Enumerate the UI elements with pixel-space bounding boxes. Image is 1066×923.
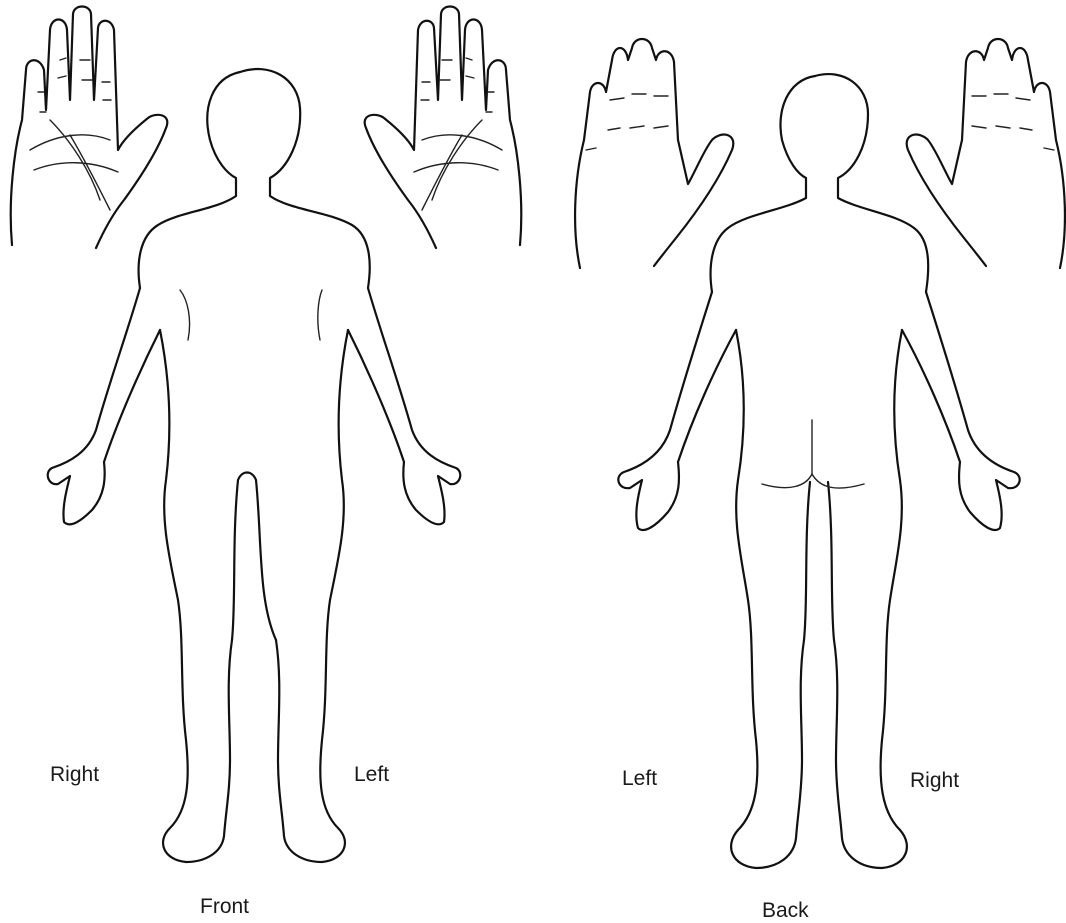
front-view-caption: Front	[200, 896, 249, 917]
back-hand-right	[907, 39, 1065, 268]
back-left-side-label: Left	[622, 768, 657, 789]
front-palm-left-hand	[365, 7, 522, 249]
back-view-caption: Back	[762, 900, 809, 921]
front-right-side-label: Right	[50, 764, 99, 785]
back-body-outline	[618, 74, 1019, 868]
back-hand-left	[575, 39, 733, 268]
front-left-side-label: Left	[354, 764, 389, 785]
back-right-side-label: Right	[910, 770, 959, 791]
front-palm-right-hand	[11, 7, 168, 249]
